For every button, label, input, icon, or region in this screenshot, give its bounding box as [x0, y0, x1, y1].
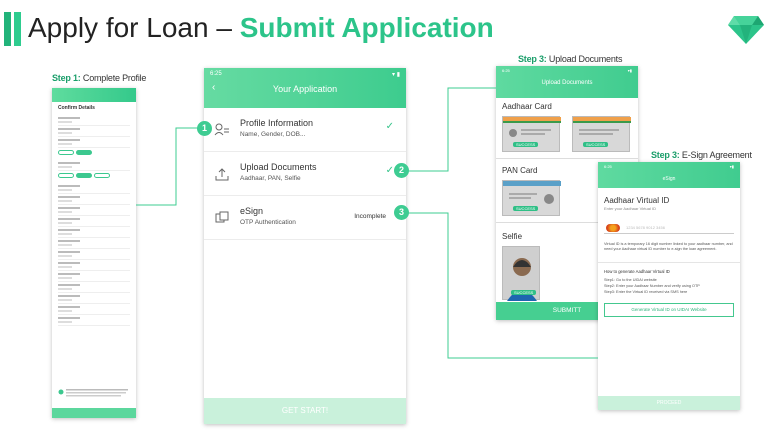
application-title: Your Application: [272, 84, 338, 94]
user-list-icon: [214, 123, 229, 136]
get-start-button[interactable]: GET START!: [204, 398, 406, 424]
profile-heading: Confirm Details: [58, 105, 95, 111]
menu-item-title: eSign: [240, 206, 264, 216]
success-badge: SUCCESS: [513, 206, 539, 211]
form-field[interactable]: [58, 260, 130, 271]
status-bar: 6:25 ▾ ▮: [204, 68, 406, 80]
form-field[interactable]: [58, 160, 130, 171]
esign-title: eSign: [662, 176, 676, 182]
aadhaar-logo-icon: [606, 224, 620, 232]
form-field[interactable]: [58, 194, 130, 205]
step3-esign-label: Step 3: E-Sign Agreement: [651, 150, 752, 160]
success-badge: SUCCESS: [583, 142, 609, 147]
signal-battery-icon: ▾▮: [729, 163, 734, 169]
form-field[interactable]: [58, 126, 130, 137]
form-field[interactable]: [58, 238, 130, 249]
proceed-button[interactable]: PROCEED: [598, 396, 740, 410]
status-bar: 6:25 ▾▮: [598, 162, 740, 170]
diamond-gem-icon: [728, 16, 764, 44]
upload-title: Upload Documents: [541, 80, 593, 86]
form-field[interactable]: [58, 205, 130, 216]
section-selfie: Selfie: [502, 232, 523, 241]
check-icon: ✓: [385, 165, 394, 176]
virtual-id-input[interactable]: 1234 5678 9012 3456: [604, 223, 734, 234]
step-badge-2: 2: [394, 163, 409, 178]
step-badge-3: 3: [394, 205, 409, 220]
esign-heading: Aadhaar Virtual ID: [604, 196, 670, 205]
form-field[interactable]: [58, 137, 130, 148]
section-pan: PAN Card: [502, 166, 538, 175]
profile-appbar: [52, 88, 136, 102]
form-field[interactable]: [58, 183, 130, 194]
menu-item-esign[interactable]: eSign OTP Authentication Incomplete: [204, 196, 406, 240]
form-field[interactable]: [58, 271, 130, 282]
how-to-step: Step2: Enter your Aadhaar Number and ver…: [604, 284, 700, 288]
form-field[interactable]: [58, 293, 130, 304]
application-screen: 6:25 ▾ ▮ ‹ Your Application Profile Info…: [204, 68, 406, 424]
form-field[interactable]: [58, 249, 130, 260]
virtual-id-note: Virtual ID is a temporary 16 digit numbe…: [604, 242, 733, 251]
check-icon: ✓: [385, 121, 394, 132]
status-time: 6:25: [604, 163, 612, 169]
consent-checkbox[interactable]: [58, 388, 130, 400]
step-badge-1: 1: [197, 121, 212, 136]
selfie-photo[interactable]: SUCCESS: [502, 246, 540, 301]
application-appbar: 6:25 ▾ ▮ ‹ Your Application: [204, 68, 406, 108]
status-incomplete: Incomplete: [354, 213, 386, 220]
form-field[interactable]: [58, 227, 130, 238]
aadhaar-front-card[interactable]: SUCCESS: [502, 116, 561, 152]
virtual-id-placeholder: 1234 5678 9012 3456: [626, 225, 665, 230]
generate-virtual-id-button[interactable]: Generate Virtual ID on UIDAI Website: [604, 303, 734, 317]
section-aadhaar: Aadhaar Card: [502, 102, 552, 111]
status-time: 6:25: [210, 71, 222, 77]
form-field[interactable]: [58, 282, 130, 293]
esign-screen: 6:25 ▾▮ eSign Aadhaar Virtual ID Enter y…: [598, 162, 740, 410]
id-card-image: [503, 117, 561, 137]
signal-battery-icon: ▾▮: [627, 67, 632, 73]
how-to-step: Step3: Enter the Virtual ID received via…: [604, 290, 688, 294]
back-arrow-icon[interactable]: ‹: [212, 82, 216, 93]
divider: [496, 158, 638, 159]
step1-label: Step 1: Complete Profile: [52, 73, 147, 83]
menu-item-title: Upload Documents: [240, 162, 317, 172]
menu-item-title: Profile Information: [240, 118, 314, 128]
menu-item-subtitle: Aadhaar, PAN, Selfie: [240, 175, 301, 182]
pan-card[interactable]: SUCCESS: [502, 180, 561, 216]
upload-appbar: 6:25 ▾▮ Upload Documents: [496, 66, 638, 98]
marital-toggle[interactable]: [58, 173, 130, 181]
form-field[interactable]: [58, 315, 130, 326]
page-title: Apply for Loan – Submit Application: [28, 12, 494, 43]
how-to-step: Step1: Go to the UIDAI website: [604, 278, 657, 282]
profile-submit-button[interactable]: [52, 408, 136, 418]
form-field[interactable]: [58, 304, 130, 315]
success-badge: SUCCESS: [513, 142, 539, 147]
aadhaar-back-card[interactable]: SUCCESS: [572, 116, 631, 152]
form-field[interactable]: [58, 115, 130, 126]
gender-toggle[interactable]: [58, 150, 130, 158]
status-time: 6:25: [502, 67, 510, 73]
step3-upload-label: Step 3: Upload Documents: [518, 54, 623, 64]
esign-subheading: Enter your Aadhaar Virtual ID: [604, 206, 656, 211]
how-to-heading: How to generate Aadhaar Virtual ID: [604, 269, 670, 274]
esign-appbar: 6:25 ▾▮ eSign: [598, 162, 740, 188]
copy-sign-icon: [215, 211, 229, 223]
menu-item-subtitle: Name, Gender, DOB...: [240, 131, 306, 138]
form-field[interactable]: [58, 216, 130, 227]
upload-icon: [215, 168, 229, 181]
menu-item-profile[interactable]: Profile Information Name, Gender, DOB...…: [204, 108, 406, 152]
menu-item-upload[interactable]: Upload Documents Aadhaar, PAN, Selfie ✓: [204, 152, 406, 196]
menu-item-subtitle: OTP Authentication: [240, 219, 296, 226]
status-bar: 6:25 ▾▮: [496, 66, 638, 74]
success-badge: SUCCESS: [511, 290, 537, 295]
title-accent-bars: [4, 12, 22, 46]
id-card-image: [503, 181, 561, 204]
signal-battery-icon: ▾ ▮: [392, 71, 400, 78]
profile-screen: Confirm Details: [52, 88, 136, 418]
id-card-image: [573, 117, 631, 135]
